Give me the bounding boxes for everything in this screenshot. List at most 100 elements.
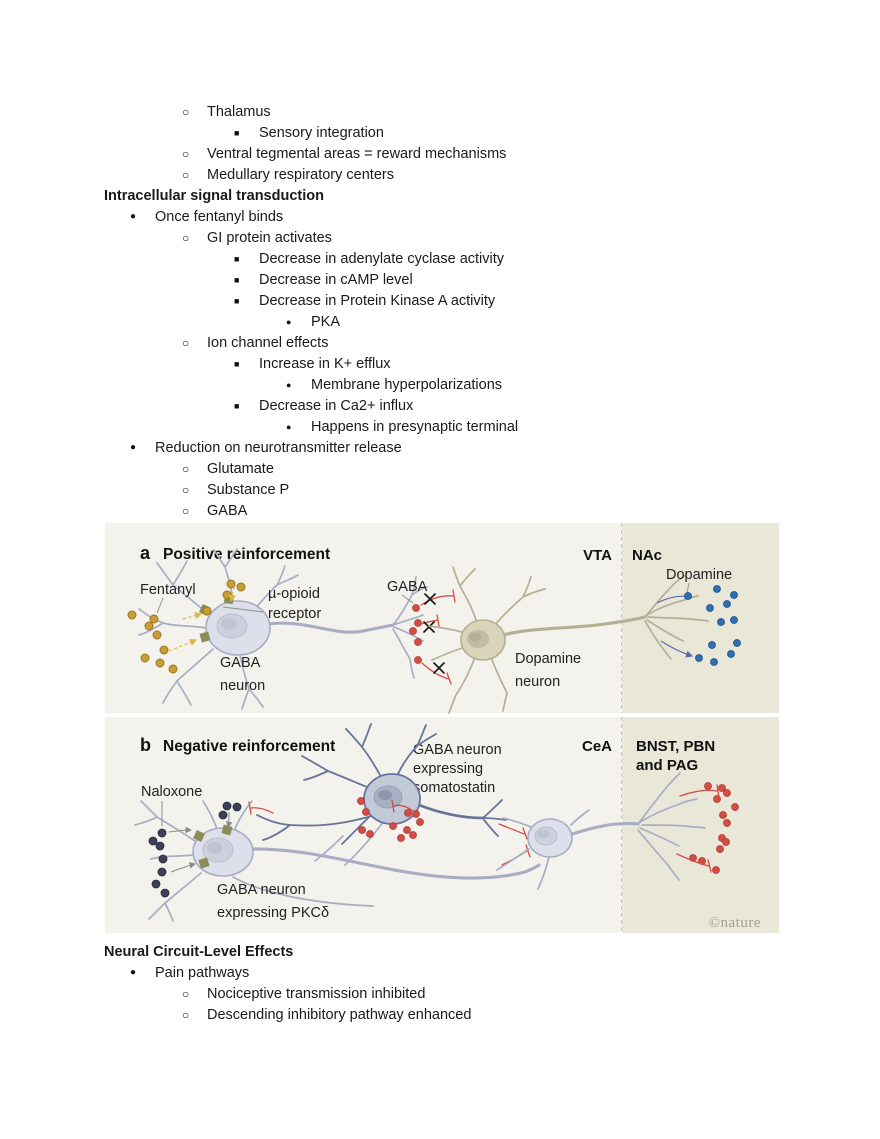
list-item: ○ Substance P: [104, 479, 518, 500]
fentanyl-pointer-line: [156, 597, 164, 614]
inhibition-arrows-terminal: [676, 784, 720, 873]
nature-figure-image[interactable]: a Positive reinforcement VTA NAc: [105, 523, 779, 933]
list-item: ●Membrane hyperpolarizations: [104, 374, 518, 395]
list-item: ● Pain pathways: [104, 962, 471, 983]
fentanyl-binding-arrows: [168, 586, 236, 652]
bullet-disc-icon: ●: [130, 442, 137, 453]
circuit-figure-svg: a Positive reinforcement VTA NAc: [105, 523, 779, 933]
bullet-disc-icon: ●: [286, 316, 292, 327]
panel-b: b Negative reinforcement CeA BNST, PBN a…: [105, 717, 779, 933]
sst-neuron-label-line3: somatostatin: [413, 780, 495, 796]
list-item: ● Happens in presynaptic terminal: [104, 416, 518, 437]
pkc-delta-neuron: [134, 800, 541, 922]
pkc-neuron-label-line2: expressing PKCδ: [217, 905, 329, 921]
list-item-text: Descending inhibitory pathway enhanced: [207, 1006, 472, 1023]
list-item: ○ Thalamus: [104, 101, 518, 122]
list-item: ○ Ventral tegmental areas = reward mechan…: [104, 143, 518, 164]
bullet-disc-icon: ●: [130, 211, 137, 222]
bullet-circle-icon: ○: [182, 167, 190, 182]
list-item: ○Glutamate: [104, 458, 518, 479]
fentanyl-dots: [127, 579, 246, 674]
list-item-text: Glutamate: [207, 460, 274, 477]
list-item-text: Nociceptive transmission inhibited: [207, 985, 426, 1002]
bnst-region-label-line1: BNST, PBN: [636, 738, 715, 755]
nature-credit: ©nature: [709, 915, 761, 931]
bullet-disc-icon: ●: [286, 379, 292, 390]
dopamine-pointer-line: [686, 582, 690, 594]
nac-region-label: NAc: [632, 547, 662, 564]
heading-text: Neural Circuit-Level Effects: [104, 943, 294, 960]
list-item: ■Decrease in cAMP level: [104, 269, 518, 290]
list-item-text: Happens in presynaptic terminal: [311, 418, 519, 435]
dopamine-neuron-label-line2: neuron: [515, 674, 560, 690]
dopamine-neuron-label-line1: Dopamine: [515, 651, 581, 667]
mu-opioid-receptor-label-line1: µ-opioid: [268, 586, 320, 602]
bullet-circle-icon: ○: [182, 986, 190, 1001]
sst-neuron-label-line1: GABA neuron: [413, 742, 502, 758]
fentanyl-label: Fentanyl: [140, 582, 196, 598]
bullet-circle-icon: ○: [182, 482, 190, 497]
list-item: ● Reduction on neurotransmitter release: [104, 437, 518, 458]
panel-a-background: [105, 523, 621, 713]
bullet-circle-icon: ○: [182, 1007, 190, 1022]
gaba-dots-terminal: [689, 782, 739, 874]
bullet-square-icon: ■: [234, 295, 240, 306]
panel-a-letter: a: [140, 543, 151, 563]
list-item-text: Substance P: [207, 481, 290, 498]
panel-a-title: Positive reinforcement: [163, 546, 330, 563]
receptor-pointer-line: [222, 606, 264, 613]
notes-bottom: Neural Circuit-Level Effects ● Pain pathw…: [104, 941, 471, 1025]
list-item: ● PKA: [104, 311, 518, 332]
list-item-text: Ion channel effects: [207, 334, 329, 351]
inhibition-arrows-blocked: [420, 589, 456, 685]
naloxone-binding-arrows: [168, 811, 233, 873]
section-heading: Intracellular signal transduction: [104, 185, 518, 206]
gaba-dots: [409, 604, 422, 664]
bullet-circle-icon: ○: [182, 335, 190, 350]
list-item-text: Medullary respiratory centers: [207, 166, 394, 183]
bullet-square-icon: ■: [234, 253, 240, 264]
list-item-text: Pain pathways: [155, 964, 250, 981]
bullet-square-icon: ■: [234, 400, 240, 411]
panel-b-letter: b: [140, 735, 151, 755]
panel-a: a Positive reinforcement VTA NAc: [105, 523, 779, 714]
list-item: ●Once fentanyl binds: [104, 206, 518, 227]
bullet-circle-icon: ○: [182, 230, 190, 245]
dopamine-label: Dopamine: [666, 567, 732, 583]
bullet-square-icon: ■: [234, 358, 240, 369]
list-item-text: Decrease in Protein Kinase A activity: [259, 292, 496, 309]
heading-text: Intracellular signal transduction: [104, 187, 324, 204]
bullet-circle-icon: ○: [182, 146, 190, 161]
list-item-text: GABA: [207, 502, 248, 519]
bullet-circle-icon: ○: [182, 503, 190, 518]
list-item-text: Sensory integration: [259, 124, 384, 141]
naloxone-label: Naloxone: [141, 784, 202, 800]
nac-region-background: [622, 523, 779, 713]
pkc-neuron-label-line1: GABA neuron: [217, 882, 306, 898]
list-item: ○ Ion channel effects: [104, 332, 518, 353]
sst-neuron-label-line2: expressing: [413, 761, 483, 777]
gaba-pointer-line: [401, 594, 414, 604]
list-item-text: Ventral tegmental areas = reward mechani…: [207, 145, 507, 162]
list-item-text: PKA: [311, 313, 341, 330]
list-item: ■ Decrease in Protein Kinase A activity: [104, 290, 518, 311]
mu-opioid-receptor-label-line2: receptor: [268, 606, 321, 622]
dopamine-dots: [684, 585, 741, 666]
naloxone-dots: [148, 801, 242, 898]
list-item: ○ GI protein activates: [104, 227, 518, 248]
list-item: ■Sensory integration: [104, 122, 518, 143]
list-item: ■Increase in K+ efflux: [104, 353, 518, 374]
bullet-disc-icon: ●: [286, 421, 292, 432]
bullet-circle-icon: ○: [182, 104, 190, 119]
list-item-text: Decrease in adenylate cyclase activity: [259, 250, 505, 267]
list-item-text: Decrease in cAMP level: [259, 271, 413, 288]
list-item-text: Decrease in Ca2+ influx: [259, 397, 414, 414]
list-item-text: Reduction on neurotransmitter release: [155, 439, 402, 456]
list-item-text: GI protein activates: [207, 229, 332, 246]
list-item-text: Thalamus: [207, 103, 271, 120]
blocked-x-icon: [423, 593, 445, 674]
gaba-neuron-label-line1: GABA: [220, 655, 261, 671]
bullet-disc-icon: ●: [130, 967, 137, 978]
gaba-neuron-label-line2: neuron: [220, 678, 265, 694]
